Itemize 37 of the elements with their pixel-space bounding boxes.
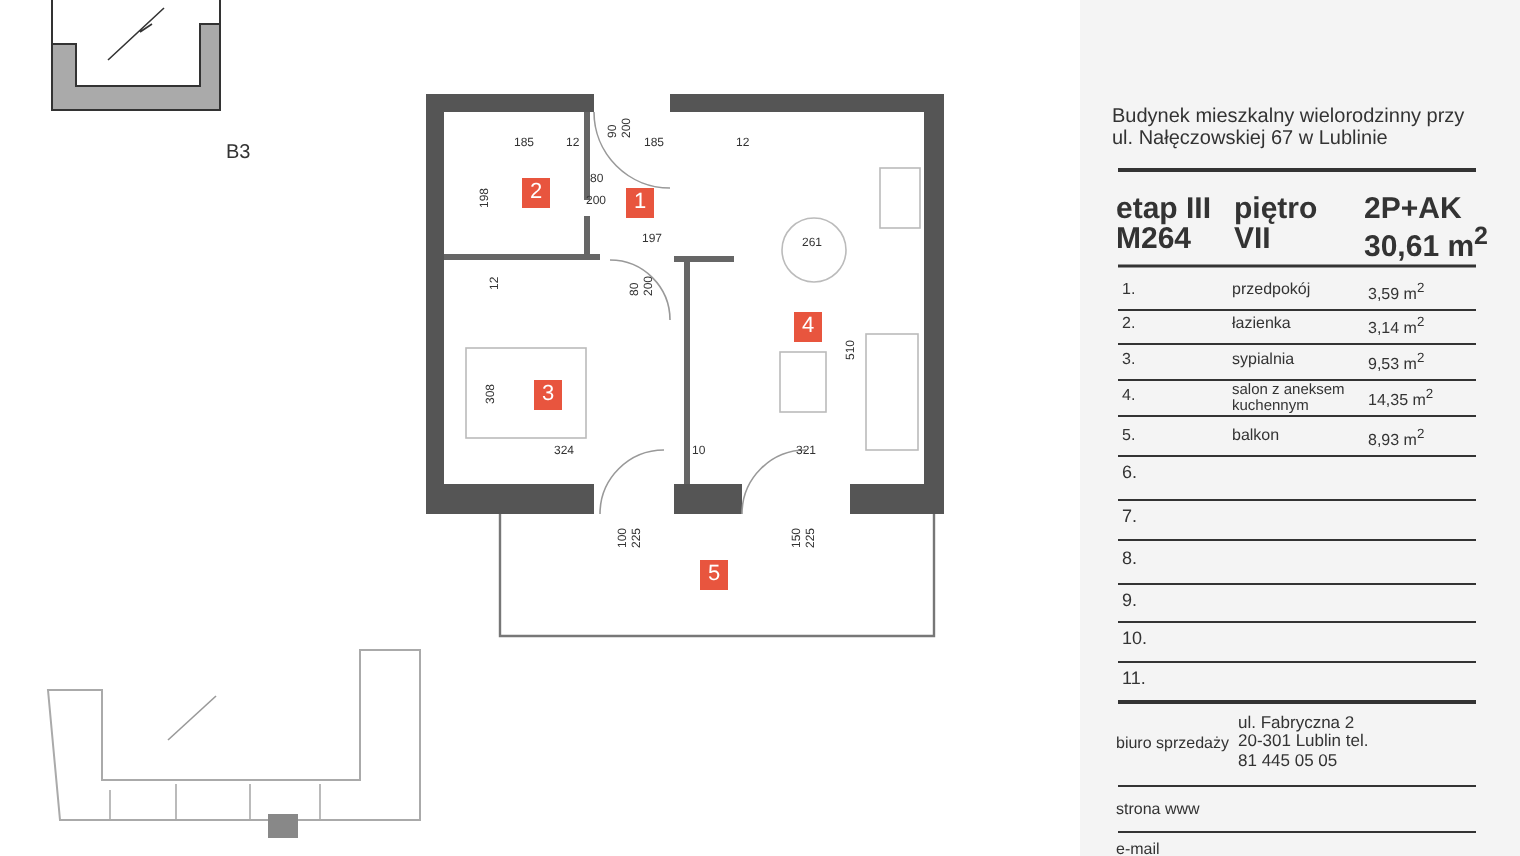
room-number: 4 — [794, 312, 822, 342]
room-name: łazienka — [1232, 316, 1291, 334]
row-number: 9. — [1122, 592, 1138, 612]
room-number: 5 — [700, 560, 728, 590]
room-area: 3,59 m$^{2}$ — [1368, 282, 1425, 305]
row-number: 1. — [1122, 282, 1136, 300]
row-number: 6. — [1122, 464, 1138, 484]
room-name: balkon — [1232, 428, 1280, 446]
room-area: 14,35 m$^{2}$ — [1368, 388, 1434, 411]
room-area: 8,93 m$^{2}$ — [1368, 428, 1425, 451]
floor-number: VII — [1234, 224, 1271, 257]
room-area: 3,14 m$^{2}$ — [1368, 316, 1425, 339]
website-label: strona www — [1116, 802, 1200, 820]
row-number: 3. — [1122, 352, 1136, 370]
sales-office-label: biuro sprzedaży — [1116, 736, 1229, 754]
building-heading: Budynek mieszkalny wielorodzinny przy ul. Nałęczowskiej 67 w Lublinie — [1112, 106, 1467, 150]
room-number: 2 — [522, 178, 550, 208]
sales-office-address: ul. Fabryczna 2 20-301 Lublin tel. 81 445 05 05 — [1238, 714, 1370, 771]
room-name: przedpokój — [1232, 282, 1311, 300]
apartment-number: M264 — [1116, 224, 1192, 257]
row-number: 8. — [1122, 550, 1138, 570]
row-number: 5. — [1122, 428, 1136, 446]
floor-label: piętro — [1234, 194, 1318, 227]
email-label: e-mail — [1116, 842, 1160, 856]
room-name: sypialnia — [1232, 352, 1295, 370]
building-code: B3 — [226, 142, 251, 164]
row-number: 2. — [1122, 316, 1136, 334]
room-number: 3 — [534, 380, 562, 410]
total-area: 30,61 m$^{2}$ — [1364, 224, 1488, 265]
room-area: 9,53 m$^{2}$ — [1368, 352, 1425, 375]
row-number: 11. — [1122, 670, 1146, 690]
row-number: 10. — [1122, 630, 1148, 650]
row-number: 4. — [1122, 388, 1136, 406]
apartment-type: 2P+AK — [1364, 194, 1462, 227]
stage-label: etap III — [1116, 194, 1212, 227]
row-number: 7. — [1122, 508, 1138, 528]
room-number: 1 — [626, 188, 654, 218]
